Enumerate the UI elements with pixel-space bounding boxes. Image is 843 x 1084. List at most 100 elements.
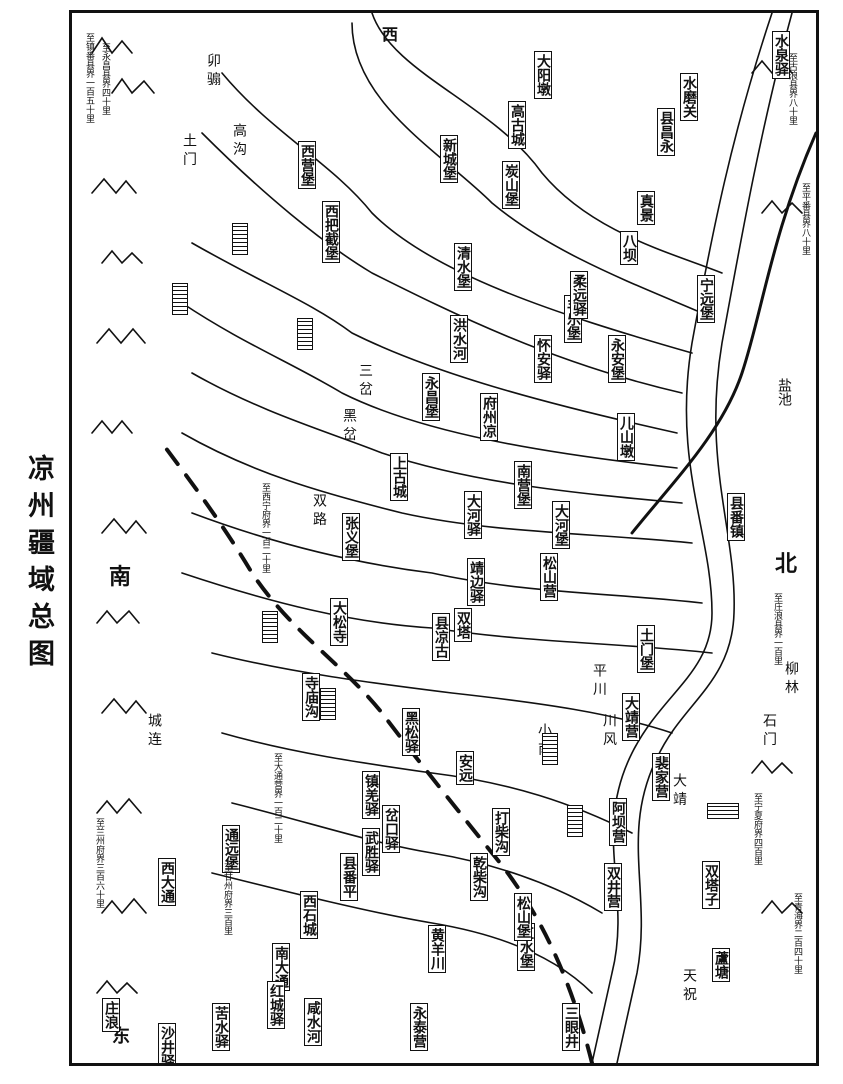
settlement-label: 真景	[637, 191, 655, 225]
boundary-line-1	[160, 441, 594, 1063]
settlement-label: 新城堡	[440, 135, 458, 183]
settlement-label: 大河堡	[552, 501, 570, 549]
feature-label: 大 靖	[671, 773, 687, 806]
settlement-label: 水泉驿	[772, 31, 790, 79]
feature-label: 平 川	[591, 663, 607, 696]
settlement-label: 阿坝营	[609, 798, 627, 846]
settlement-label: 县凉古	[432, 613, 450, 661]
settlement-label: 大河驿	[464, 491, 482, 539]
settlement-label: 永泰营	[410, 1003, 428, 1051]
distance-note: 至镇番县界一百五十里	[84, 33, 94, 123]
settlement-label: 寺庙沟	[302, 673, 320, 721]
feature-label: 双 路	[311, 493, 327, 526]
settlement-label: 大靖营	[622, 693, 640, 741]
direction-west: 西	[382, 25, 399, 44]
distance-note: 至大通营界一百二十里	[272, 753, 282, 843]
feature-label: 盐池	[776, 378, 792, 406]
settlement-label: 八坝	[620, 231, 638, 265]
settlement-label: 黑松驿	[402, 708, 420, 756]
distance-note: 至平番县界八十里	[800, 183, 810, 255]
gate-icon	[707, 803, 739, 819]
settlement-label: 大阳墩	[534, 51, 552, 99]
settlement-label: 土门堡	[637, 625, 655, 673]
settlement-label: 武胜驿	[362, 828, 380, 876]
settlement-label: 县番镇	[727, 493, 745, 541]
settlement-label: 松山营	[540, 553, 558, 601]
settlement-label: 裴家营	[652, 753, 670, 801]
distance-note: 至庄浪县界一百里	[772, 593, 782, 665]
feature-label: 柳 林	[783, 661, 799, 694]
settlement-label: 炭山堡	[502, 161, 520, 209]
settlement-label: 永安堡	[608, 335, 626, 383]
feature-label: 土 门	[181, 133, 197, 166]
settlement-label: 三眼井	[562, 1003, 580, 1051]
settlement-label: 红城驿	[267, 981, 285, 1029]
feature-label: 城 连	[146, 713, 162, 746]
distance-note: 至青海界二百四十里	[792, 893, 802, 974]
feature-label: 高 沟	[231, 123, 247, 156]
settlement-label: 永昌堡	[422, 373, 440, 421]
temple-icon	[262, 611, 278, 643]
settlement-label: 咸水河	[304, 998, 322, 1046]
main-river-bank	[616, 13, 793, 1063]
settlement-label: 上古城	[390, 453, 408, 501]
settlement-label: 南大通	[272, 943, 290, 991]
settlement-label: 黄羊川	[428, 925, 446, 973]
settlement-label: 儿山墩	[617, 413, 635, 461]
direction-east: 东	[112, 1026, 130, 1047]
settlement-label: 县昌永	[657, 108, 675, 156]
settlement-label: 沙井驿	[158, 1023, 176, 1063]
settlement-label: 水磨关	[680, 73, 698, 121]
feature-label: 黑 岔	[341, 408, 357, 441]
temple-icon	[542, 733, 558, 765]
distance-note: 至宁夏府界四百里	[752, 793, 762, 865]
settlement-label: 松山堡	[514, 893, 532, 941]
temple-icon	[297, 318, 313, 350]
settlement-label: 大松寺	[330, 598, 348, 646]
settlement-label: 怀安驿	[534, 335, 552, 383]
feature-label: 石 门	[761, 713, 777, 746]
settlement-label: 宁远堡	[697, 275, 715, 323]
settlement-label: 西大通	[158, 858, 176, 906]
feature-label: 三 岔	[357, 363, 373, 396]
settlement-label: 通远堡	[222, 825, 240, 873]
feature-label: 天 祝	[681, 968, 697, 1001]
settlement-label: 洪水河	[450, 315, 468, 363]
boundary-line-2	[630, 131, 816, 535]
settlement-label: 府州凉	[480, 393, 498, 441]
settlement-label: 打柴沟	[492, 808, 510, 856]
settlement-label: 苦水驿	[212, 1003, 230, 1051]
settlement-label: 岔口驿	[382, 805, 400, 853]
map-frame: 南 北 西 东 县凉古 府州凉 县番平 县昌永 县番镇 儿山墩 大河驿 上古城 …	[69, 10, 819, 1066]
distance-note: 至甘州府界三百里	[222, 863, 232, 935]
temple-icon	[567, 805, 583, 837]
distance-note: 至永昌县界四十里	[100, 43, 110, 115]
feature-label: 卯 骟	[205, 53, 221, 86]
temple-icon	[320, 688, 336, 720]
distance-note: 至西宁府界一百二十里	[260, 483, 270, 573]
temple-icon	[232, 223, 248, 255]
direction-north: 北	[775, 551, 798, 577]
settlement-label: 乾柴沟	[470, 853, 488, 901]
settlement-label: 西石城	[300, 891, 318, 939]
settlement-label: 柔远驿	[570, 271, 588, 319]
settlement-label: 西营堡	[298, 141, 316, 189]
settlement-label: 安远	[456, 751, 474, 785]
temple-icon	[172, 283, 188, 315]
page-title: 凉州疆域总图	[23, 454, 54, 676]
settlement-label: 县番平	[340, 853, 358, 901]
settlement-label: 镇羌驿	[362, 771, 380, 819]
distance-note: 至古浪县界八十里	[787, 53, 797, 125]
settlement-label: 张义堡	[342, 513, 360, 561]
settlement-label: 南营堡	[514, 461, 532, 509]
direction-south: 南	[109, 564, 132, 590]
settlement-label: 双塔子	[702, 861, 720, 909]
settlement-label: 清水堡	[454, 243, 472, 291]
feature-label: 川 风	[601, 713, 617, 746]
distance-note: 至兰州府界三百六十里	[94, 818, 104, 908]
settlement-label: 双塔	[454, 608, 472, 642]
settlement-label: 蘆塘	[712, 948, 730, 982]
settlement-label: 高古城	[508, 101, 526, 149]
settlement-label: 靖边驿	[467, 558, 485, 606]
settlement-label: 双井营	[604, 863, 622, 911]
